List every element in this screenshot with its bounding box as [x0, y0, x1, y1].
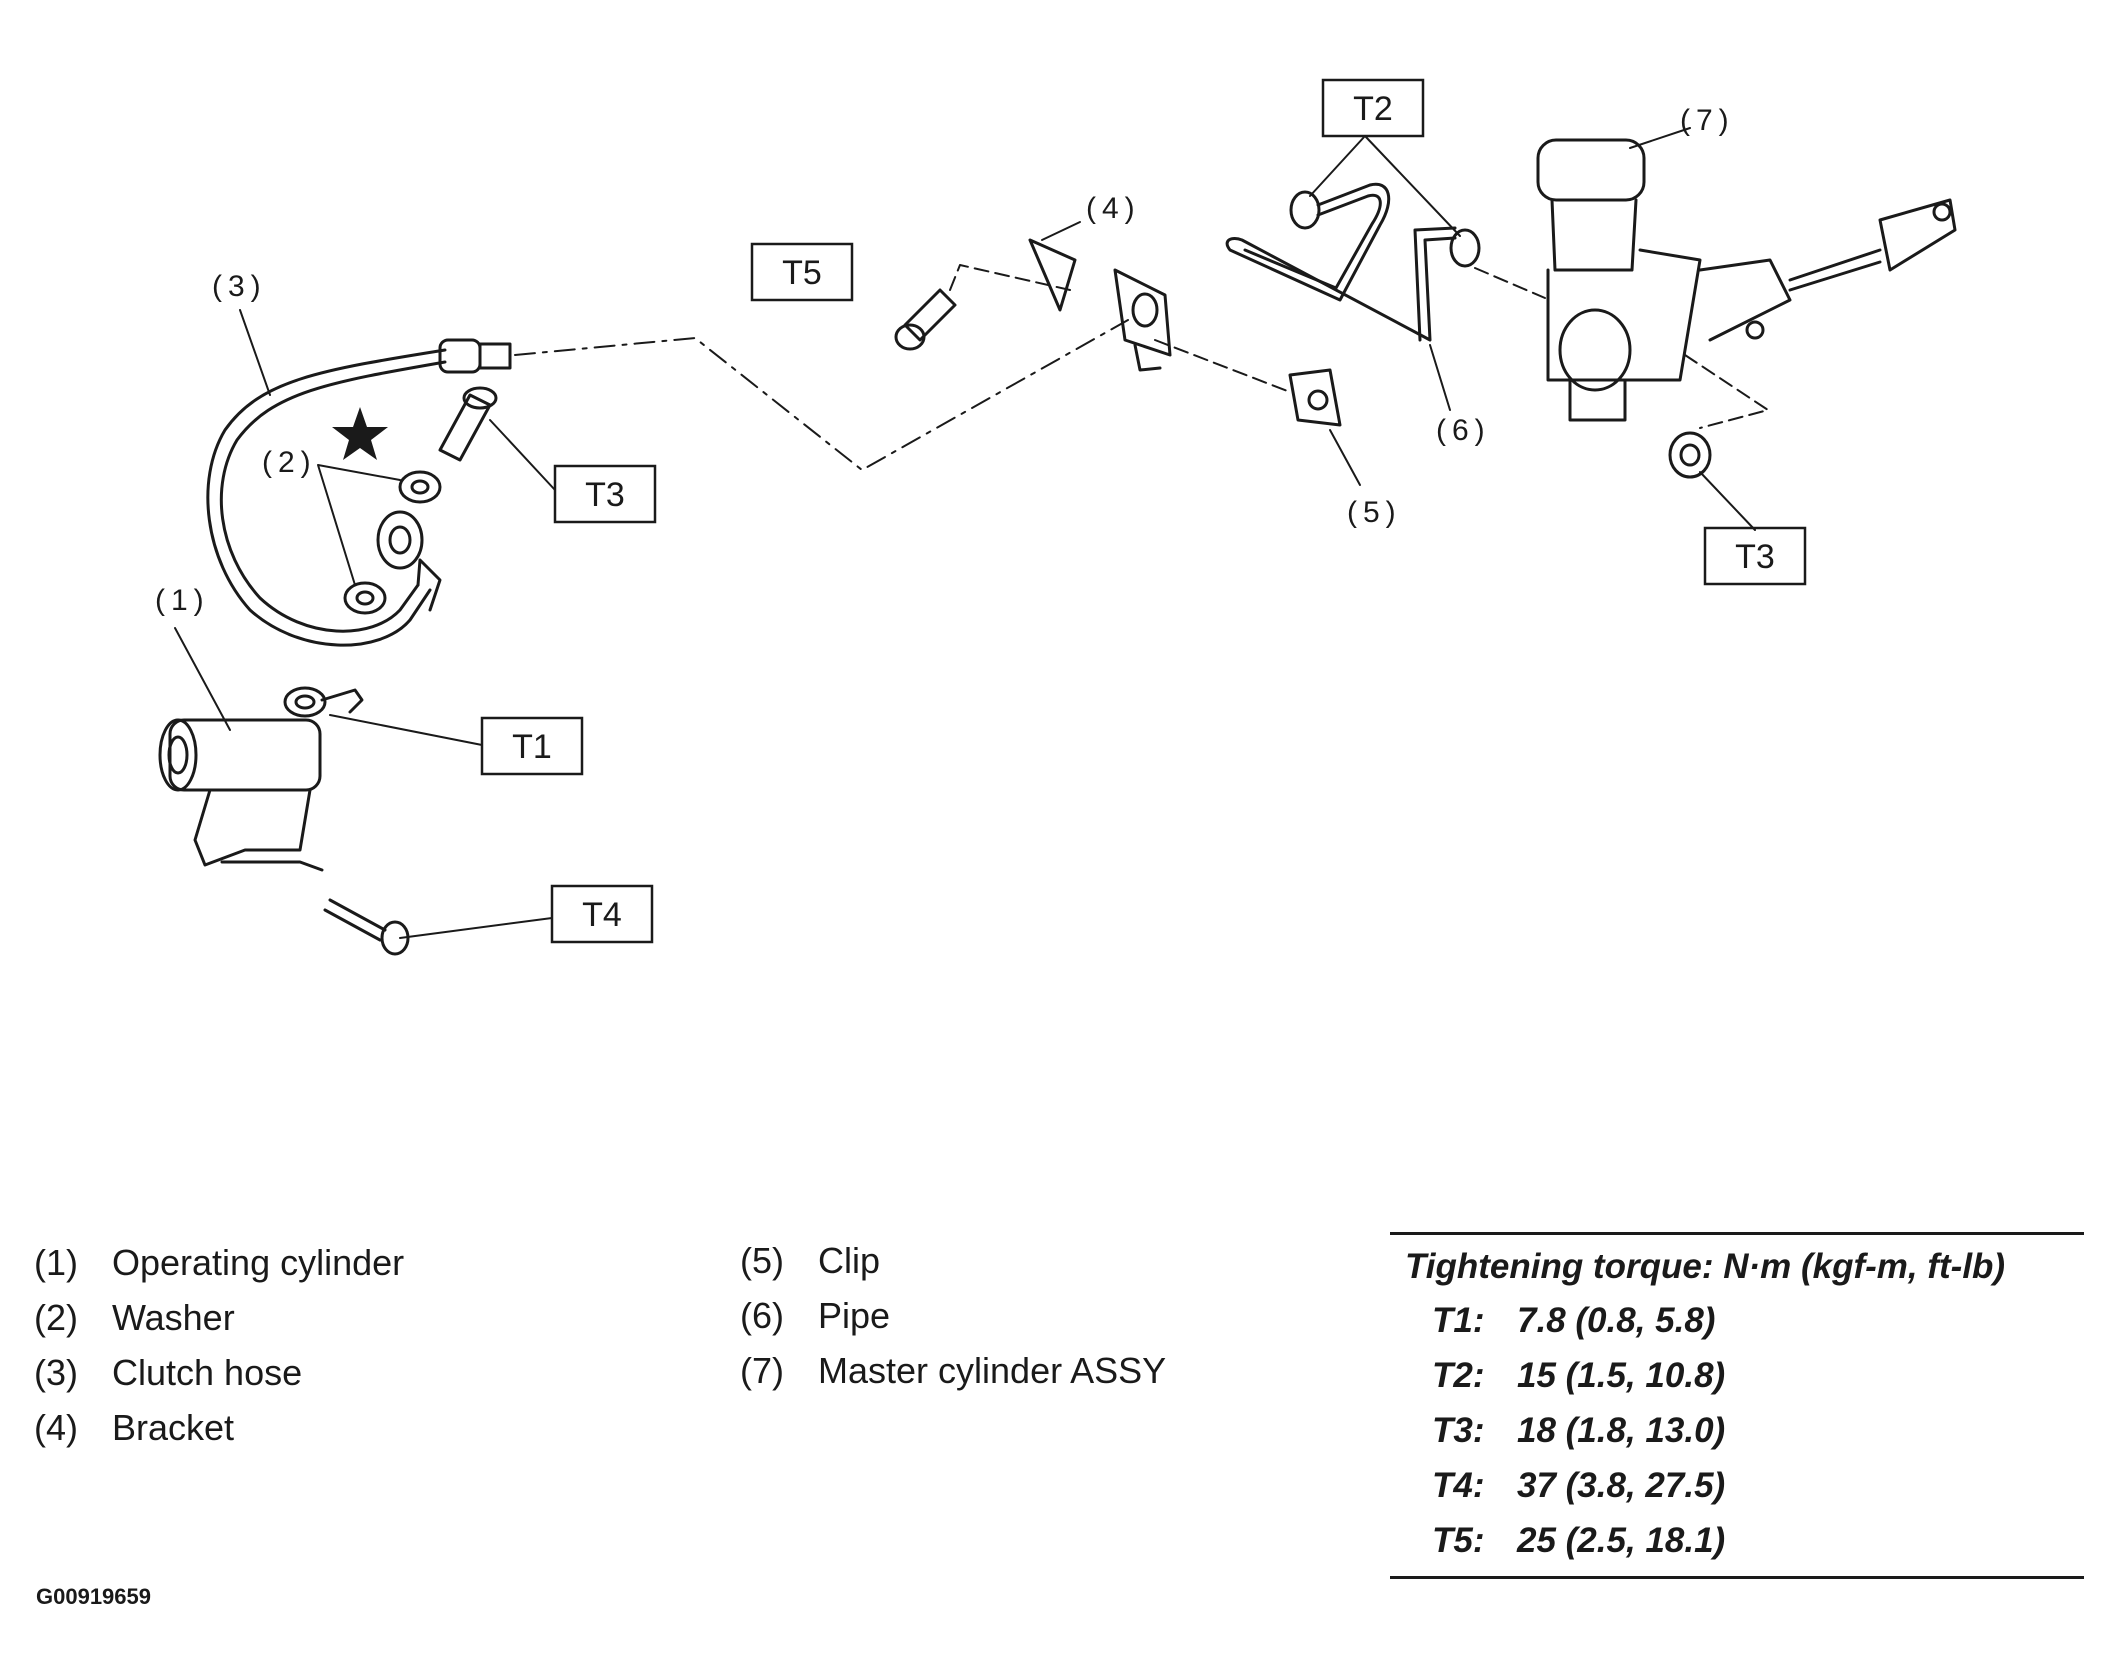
legend-item: (2) Washer: [34, 1290, 404, 1345]
torque-id: T2:: [1432, 1356, 1485, 1395]
legend-label: Bracket: [112, 1407, 235, 1448]
bracket-bolt: [894, 288, 957, 351]
torque-id: T1:: [1432, 1301, 1485, 1340]
torque-label-t2: T2: [1353, 90, 1393, 128]
legend-item: (7) Master cylinder ASSY: [740, 1343, 1166, 1398]
torque-value: 25 (2.5, 18.1): [1517, 1521, 1726, 1560]
legend-item: (6) Pipe: [740, 1288, 1166, 1343]
torque-label-t4: T4: [582, 896, 622, 934]
assembly-line-master-to-nut: [1684, 354, 1769, 429]
assembly-line-clip: [1154, 339, 1291, 393]
clutch-hose: [206, 338, 512, 647]
leader-4: [1041, 221, 1081, 241]
callout-4: (4): [1086, 192, 1141, 225]
legend-item: (5) Clip: [740, 1233, 1166, 1288]
callout-1: (1): [155, 584, 210, 617]
callout-2: (2): [262, 446, 317, 479]
leader-2: [317, 464, 401, 586]
leader-t3-left: [489, 419, 556, 491]
callout-5: (5): [1347, 496, 1402, 529]
parts-legend-middle: (5) Clip (6) Pipe (7) Master cylinder AS…: [740, 1233, 1166, 1398]
legend-number: (4): [34, 1407, 78, 1448]
torque-box-t5: [750, 242, 854, 302]
torque-box-t3-left: [553, 464, 657, 524]
leader-t2: [1309, 135, 1461, 237]
torque-box-t3-right: [1703, 526, 1807, 586]
master-cylinder: [1536, 138, 1957, 422]
torque-box-t4: [550, 884, 654, 944]
legend-label: Pipe: [818, 1295, 891, 1336]
callout-7: (7): [1680, 104, 1735, 137]
legend-label: Operating cylinder: [112, 1242, 405, 1283]
torque-label-t5: T5: [782, 254, 822, 292]
star-symbol: [332, 407, 388, 460]
callout-3: (3): [212, 270, 267, 303]
torque-row: T1: 7.8 (0.8, 5.8): [1390, 1293, 2084, 1348]
legend-label: Clip: [818, 1240, 881, 1281]
legend-number: (3): [34, 1352, 78, 1393]
mounting-bolt: [323, 898, 410, 956]
legend-label: Master cylinder ASSY: [818, 1350, 1167, 1391]
clip: [1288, 368, 1342, 427]
leader-t3-right: [1699, 471, 1756, 531]
assembly-line-pipe-to-master: [1474, 267, 1546, 299]
washers: [343, 470, 442, 615]
torque-id: T4:: [1432, 1466, 1485, 1505]
union-bolt: [438, 386, 498, 462]
torque-id: T5:: [1432, 1521, 1485, 1560]
leader-5: [1329, 429, 1361, 486]
torque-box-t2: [1321, 78, 1425, 138]
torque-label-t1: T1: [512, 728, 552, 766]
legend-number: (5): [740, 1240, 784, 1281]
legend-number: (6): [740, 1295, 784, 1336]
assembly-line-hose-to-bracket: [514, 319, 1129, 471]
parts-legend-left: (1) Operating cylinder (2) Washer (3) Cl…: [34, 1235, 404, 1455]
torque-row: T3: 18 (1.8, 13.0): [1390, 1403, 2084, 1458]
pipe: [1225, 182, 1481, 342]
operating-cylinder: [158, 686, 364, 872]
leader-t1: [329, 714, 483, 746]
legend-number: (1): [34, 1242, 78, 1283]
leader-7: [1629, 127, 1691, 149]
torque-label-t3-right: T3: [1735, 538, 1775, 576]
torque-row: T5: 25 (2.5, 18.1): [1390, 1513, 2084, 1568]
torque-table: Tightening torque: N·m (kgf-m, ft-lb) T1…: [1390, 1232, 2084, 1579]
legend-number: (2): [34, 1297, 78, 1338]
legend-number: (7): [740, 1350, 784, 1391]
leader-1: [174, 627, 231, 731]
figure-id: G00919659: [36, 1584, 151, 1609]
legend-item: (4) Bracket: [34, 1400, 404, 1455]
leader-t4: [399, 917, 553, 939]
assembly-line-bolt-to-bracket: [949, 264, 1071, 291]
legend-item: (1) Operating cylinder: [34, 1235, 404, 1290]
torque-value: 15 (1.5, 10.8): [1517, 1356, 1726, 1395]
bracket: [1028, 238, 1172, 372]
leader-6: [1429, 344, 1451, 411]
torque-value: 18 (1.8, 13.0): [1517, 1411, 1726, 1450]
torque-heading: Tightening torque: N·m (kgf-m, ft-lb): [1405, 1247, 2006, 1286]
callout-6: (6): [1436, 414, 1491, 447]
legend-item: (3) Clutch hose: [34, 1345, 404, 1400]
torque-value: 37 (3.8, 27.5): [1517, 1466, 1726, 1505]
torque-box-t1: [480, 716, 584, 776]
torque-id: T3:: [1432, 1411, 1485, 1450]
master-cylinder-nut: [1668, 431, 1712, 479]
leader-3: [239, 309, 271, 396]
torque-label-t3-left: T3: [585, 476, 625, 514]
torque-row: T2: 15 (1.5, 10.8): [1390, 1348, 2084, 1403]
torque-row: T4: 37 (3.8, 27.5): [1390, 1458, 2084, 1513]
legend-label: Washer: [112, 1297, 235, 1338]
torque-value: 7.8 (0.8, 5.8): [1517, 1301, 1716, 1340]
legend-label: Clutch hose: [112, 1352, 303, 1393]
